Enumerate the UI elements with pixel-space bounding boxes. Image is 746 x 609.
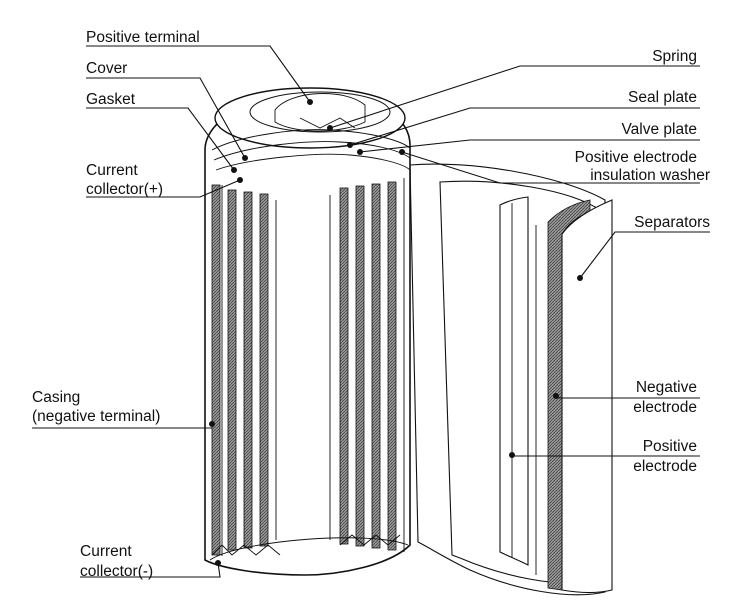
label-current-collector-pos-1: Current (86, 162, 138, 179)
labels: Positive terminal Cover Gasket Current c… (32, 29, 710, 580)
positive-electrode-sheet (499, 196, 529, 566)
label-current-collector-pos-2: collector(+) (86, 181, 163, 198)
top-cap-inner (249, 91, 391, 133)
label-seal-plate: Seal plate (628, 89, 697, 106)
can-bottom (209, 537, 409, 561)
label-positive-terminal: Positive terminal (86, 29, 200, 46)
label-current-collector-neg-1: Current (80, 543, 132, 560)
top-cap (214, 87, 406, 149)
label-negative-electrode-1: Negative (636, 379, 697, 396)
label-cover: Cover (86, 60, 127, 77)
label-positive-electrode-2: electrode (633, 458, 697, 475)
label-casing-1: Casing (32, 389, 80, 406)
separator-front-sheet (561, 199, 613, 594)
unrolled-sheets (409, 163, 613, 596)
label-casing-2: (negative terminal) (32, 408, 160, 425)
label-valve-plate: Valve plate (621, 121, 697, 138)
label-insulation-washer-1: Positive electrode (575, 149, 697, 166)
battery-can (204, 87, 411, 576)
label-negative-electrode-2: electrode (633, 399, 697, 416)
rolled-layers (211, 178, 405, 556)
label-insulation-washer-2: insulation washer (590, 167, 710, 184)
positive-terminal-cap (274, 93, 366, 132)
bottom-zigzag (211, 534, 401, 556)
spring-coil (299, 117, 356, 129)
label-separators: Separators (634, 214, 710, 231)
label-gasket: Gasket (86, 91, 136, 108)
leader-lines (32, 45, 710, 578)
label-spring: Spring (652, 48, 697, 65)
label-current-collector-neg-2: collector(-) (80, 563, 153, 580)
label-positive-electrode-1: Positive (643, 438, 697, 455)
